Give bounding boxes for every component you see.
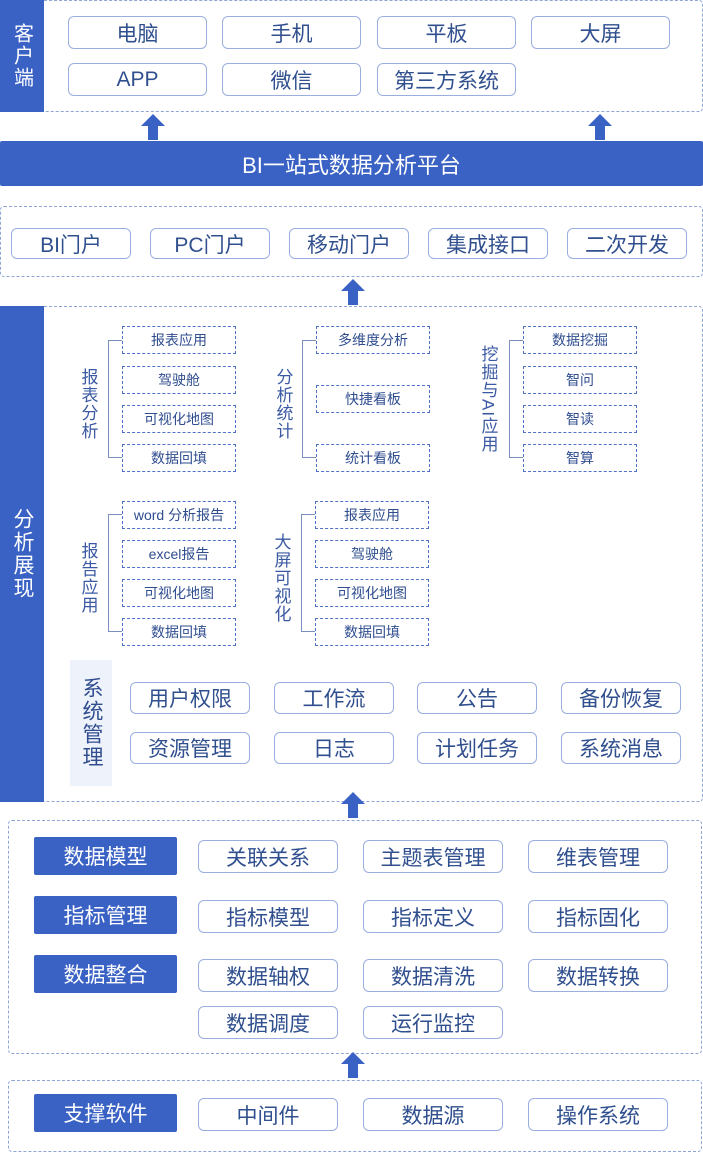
- portal-pc[interactable]: PC门户: [150, 228, 270, 259]
- platform-title: BI一站式数据分析平台: [0, 141, 703, 186]
- data-integration-item[interactable]: 运行监控: [363, 1006, 503, 1039]
- support-item-os[interactable]: 操作系统: [528, 1098, 668, 1131]
- group-report-analysis-item[interactable]: 驾驶舱: [122, 366, 236, 394]
- support-frame: [8, 1080, 702, 1152]
- group-mining-ai-item[interactable]: 智问: [523, 366, 637, 394]
- group-report-app-item[interactable]: 数据回填: [122, 618, 236, 646]
- group-bigscreen-item[interactable]: 报表应用: [315, 501, 429, 529]
- group-bigscreen-item[interactable]: 可视化地图: [315, 579, 429, 607]
- system-workflow[interactable]: 工作流: [274, 682, 394, 714]
- client-item-thirdparty[interactable]: 第三方系统: [377, 63, 516, 96]
- support-item-middleware[interactable]: 中间件: [198, 1098, 338, 1131]
- group-bigscreen-item[interactable]: 驾驶舱: [315, 540, 429, 568]
- data-integration-item[interactable]: 数据清洗: [363, 959, 503, 992]
- group-report-app-item[interactable]: 可视化地图: [122, 579, 236, 607]
- support-software-label: 支撑软件: [34, 1094, 177, 1132]
- up-arrow-icon: [339, 277, 367, 305]
- metric-item[interactable]: 指标固化: [528, 900, 668, 933]
- group-report-app-label: 报告应用: [78, 542, 98, 614]
- up-arrow-icon: [586, 112, 614, 140]
- group-analysis-stat-item[interactable]: 快捷看板: [316, 385, 430, 413]
- data-layer-frame: [8, 820, 702, 1054]
- system-resource-management[interactable]: 资源管理: [130, 732, 250, 764]
- data-model-item[interactable]: 维表管理: [528, 840, 668, 873]
- data-model-label: 数据模型: [34, 837, 177, 875]
- data-integration-item[interactable]: 数据轴权: [198, 959, 338, 992]
- portal-bi[interactable]: BI门户: [11, 228, 131, 259]
- metric-item[interactable]: 指标定义: [363, 900, 503, 933]
- portal-integration[interactable]: 集成接口: [428, 228, 548, 259]
- metric-management-label: 指标管理: [34, 896, 177, 934]
- data-integration-item[interactable]: 数据转换: [528, 959, 668, 992]
- system-scheduled-task[interactable]: 计划任务: [417, 732, 537, 764]
- group-report-app-brace: [108, 514, 122, 632]
- portal-secondary-dev[interactable]: 二次开发: [567, 228, 687, 259]
- group-analysis-stat-item[interactable]: 多维度分析: [316, 326, 430, 354]
- group-mining-ai-brace: [509, 340, 523, 458]
- client-item-phone[interactable]: 手机: [222, 16, 361, 49]
- group-mining-ai-item[interactable]: 智算: [523, 444, 637, 472]
- client-item-bigscreen[interactable]: 大屏: [531, 16, 670, 49]
- group-analysis-stat-label: 分析统计: [273, 368, 293, 440]
- group-report-analysis-brace: [108, 340, 122, 458]
- portal-mobile[interactable]: 移动门户: [289, 228, 409, 259]
- group-bigscreen-item[interactable]: 数据回填: [315, 618, 429, 646]
- group-report-analysis-item[interactable]: 报表应用: [122, 326, 236, 354]
- client-item-app[interactable]: APP: [68, 63, 207, 96]
- group-report-analysis-label: 报表分析: [78, 368, 98, 440]
- data-model-item[interactable]: 主题表管理: [363, 840, 503, 873]
- group-report-app-item[interactable]: excel报告: [122, 540, 236, 568]
- system-user-permission[interactable]: 用户权限: [130, 682, 250, 714]
- group-mining-ai-item[interactable]: 数据挖掘: [523, 326, 637, 354]
- group-report-analysis-item[interactable]: 数据回填: [122, 444, 236, 472]
- up-arrow-icon: [339, 790, 367, 818]
- data-integration-label: 数据整合: [34, 955, 177, 993]
- group-report-app-item[interactable]: word 分析报告: [122, 501, 236, 529]
- analysis-label: 分析展现: [0, 306, 44, 802]
- system-management-label: 系统管理: [70, 660, 112, 786]
- data-integration-item[interactable]: 数据调度: [198, 1006, 338, 1039]
- system-backup-restore[interactable]: 备份恢复: [561, 682, 681, 714]
- group-mining-ai-item[interactable]: 智读: [523, 405, 637, 433]
- client-item-tablet[interactable]: 平板: [377, 16, 516, 49]
- group-bigscreen-brace: [301, 514, 315, 632]
- metric-item[interactable]: 指标模型: [198, 900, 338, 933]
- system-log[interactable]: 日志: [274, 732, 394, 764]
- client-label: 客户端: [0, 0, 44, 112]
- data-model-item[interactable]: 关联关系: [198, 840, 338, 873]
- group-report-analysis-item[interactable]: 可视化地图: [122, 405, 236, 433]
- group-mining-ai-label: 挖掘与AI应用: [478, 344, 498, 454]
- group-bigscreen-label: 大屏可视化: [271, 533, 291, 623]
- system-message[interactable]: 系统消息: [561, 732, 681, 764]
- group-analysis-stat-brace: [302, 340, 316, 458]
- group-analysis-stat-item[interactable]: 统计看板: [316, 444, 430, 472]
- up-arrow-icon: [139, 112, 167, 140]
- system-announcement[interactable]: 公告: [417, 682, 537, 714]
- up-arrow-icon: [339, 1050, 367, 1078]
- client-item-wechat[interactable]: 微信: [222, 63, 361, 96]
- support-item-datasource[interactable]: 数据源: [363, 1098, 503, 1131]
- client-item-pc[interactable]: 电脑: [68, 16, 207, 49]
